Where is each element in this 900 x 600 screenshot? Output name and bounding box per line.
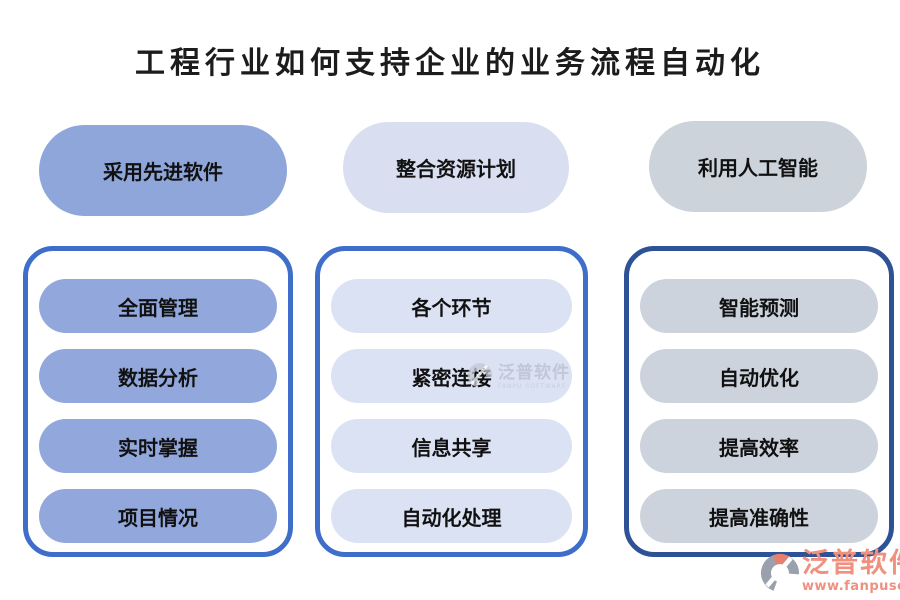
list-item: 自动化处理 (331, 489, 572, 543)
brand-name: 泛普软件 (802, 548, 900, 579)
brand-url: www.fanpusoft.com (802, 579, 900, 594)
page-title: 工程行业如何支持企业的业务流程自动化 (135, 46, 765, 81)
header-pill-resource-planning: 整合资源计划 (343, 122, 569, 213)
list-item: 紧密连接 (331, 349, 572, 403)
list-item: 提高效率 (640, 419, 878, 473)
brand-logo: 泛普软件 www.fanpusoft.com (760, 549, 900, 599)
panel-advanced-software: 全面管理 数据分析 实时掌握 项目情况 (23, 246, 293, 557)
list-item: 数据分析 (39, 349, 277, 403)
list-item: 信息共享 (331, 419, 572, 473)
list-item: 智能预测 (640, 279, 878, 333)
panel-artificial-intelligence: 智能预测 自动优化 提高效率 提高准确性 (624, 246, 894, 557)
list-item: 实时掌握 (39, 419, 277, 473)
list-item: 各个环节 (331, 279, 572, 333)
list-item: 项目情况 (39, 489, 277, 543)
list-item: 全面管理 (39, 279, 277, 333)
list-item: 提高准确性 (640, 489, 878, 543)
brand-swoosh-icon (760, 549, 800, 599)
header-pill-label: 采用先进软件 (103, 160, 223, 184)
header-pill-artificial-intelligence: 利用人工智能 (649, 121, 867, 212)
header-pill-label: 利用人工智能 (698, 156, 818, 180)
header-pill-label: 整合资源计划 (396, 157, 516, 181)
header-pill-advanced-software: 采用先进软件 (39, 125, 287, 216)
list-item: 自动优化 (640, 349, 878, 403)
panel-resource-planning: 各个环节 紧密连接 信息共享 自动化处理 (315, 246, 588, 557)
